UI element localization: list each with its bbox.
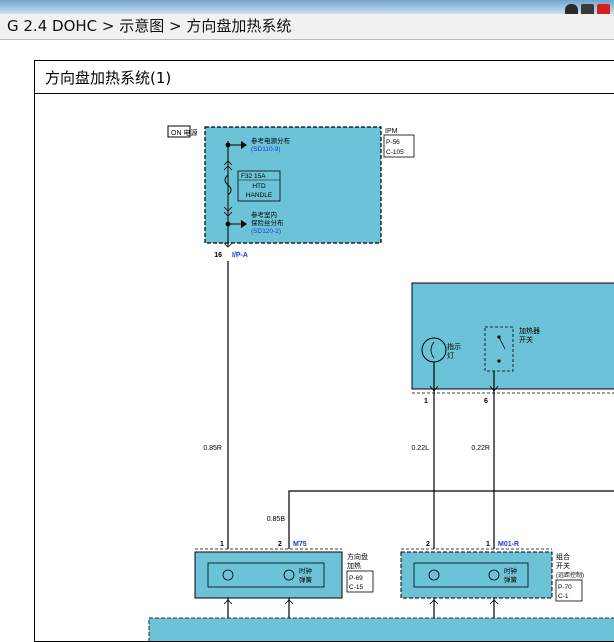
print-icon[interactable] bbox=[581, 4, 594, 14]
ref-fuse-link[interactable]: (SD120-2) bbox=[251, 228, 281, 235]
steering-heater-block bbox=[194, 551, 343, 599]
on-power-label: ON 电源 bbox=[171, 128, 197, 137]
clock-spring-frame bbox=[207, 562, 325, 588]
connector-chevron-icon bbox=[223, 160, 233, 171]
clock-spring-label-1: 时钟 bbox=[299, 566, 313, 575]
clock-spring-icon bbox=[283, 569, 295, 581]
switch-pin-1: 1 bbox=[424, 398, 428, 405]
ref-arrow-icon bbox=[241, 141, 247, 149]
wiring-diagram-frame: 方向盘加热系统(1) ON 电源 参考电源分布 (SD110-9) F32 15… bbox=[34, 60, 614, 642]
m01r-pin-2: 2 bbox=[426, 541, 430, 548]
close-icon[interactable] bbox=[597, 4, 610, 14]
clock-spring-frame bbox=[413, 562, 529, 588]
switch-pin-6: 6 bbox=[484, 398, 488, 405]
ipm-connector-link[interactable]: I/P-A bbox=[232, 252, 248, 259]
clock-spring-label-2: 弹簧 bbox=[299, 575, 313, 584]
m75-pin-2: 2 bbox=[278, 541, 282, 548]
steering-heater-name-2: 加热 bbox=[347, 561, 361, 570]
indicator-label-2: 灯 bbox=[447, 351, 454, 360]
heater-switch-label-2: 开关 bbox=[519, 335, 533, 344]
fuse-icon bbox=[224, 174, 232, 196]
heater-switch-icon bbox=[484, 326, 514, 372]
combo-switch-name-1: 组合 bbox=[556, 552, 570, 561]
wiring-diagram: ON 电源 参考电源分布 (SD110-9) F32 15A HTD HANDL… bbox=[148, 125, 614, 641]
combo-clock-spring-label-1: 时钟 bbox=[504, 566, 518, 575]
top-header-strip bbox=[0, 0, 614, 14]
ref-power-link[interactable]: (SD110-9) bbox=[251, 146, 281, 153]
ipm-name: IPM bbox=[385, 128, 398, 135]
combo-switch-name-2: 开关 bbox=[556, 561, 570, 570]
combo-switch-block bbox=[400, 551, 553, 599]
clock-spring-icon bbox=[222, 569, 234, 581]
fuse-rating: F32 15A bbox=[241, 173, 266, 180]
steering-heater-loc-2: C-15 bbox=[349, 584, 363, 591]
m75-pin-1: 1 bbox=[220, 541, 224, 548]
combo-switch-name-3: (远距控制) bbox=[556, 571, 584, 579]
m01r-pin-1: 1 bbox=[486, 541, 490, 548]
toolbar-icons bbox=[565, 0, 610, 14]
steering-heater-loc-1: P-69 bbox=[349, 575, 363, 582]
clock-spring-icon bbox=[488, 569, 500, 581]
connector-chevron-icon bbox=[223, 206, 233, 217]
m01r-connector-link[interactable]: M01-R bbox=[498, 541, 519, 548]
combo-switch-loc-2: C-1 bbox=[558, 593, 569, 600]
wire-label-0-22r: 0.22R bbox=[471, 445, 490, 452]
on-power-label-box bbox=[167, 125, 191, 138]
diagram-title-bar: 方向盘加热系统(1) bbox=[35, 61, 614, 94]
wire-0-85b bbox=[288, 490, 614, 549]
breadcrumb: G 2.4 DOHC > 示意图 > 方向盘加热系统 bbox=[0, 14, 614, 40]
combo-switch-location-box bbox=[555, 579, 583, 602]
fuse-name-2: HANDLE bbox=[246, 192, 273, 199]
ref-fuse-text-1: 参考室内 bbox=[251, 210, 277, 219]
ref-arrow-icon bbox=[241, 220, 247, 228]
fuse-name-1: HTD bbox=[252, 183, 266, 190]
combo-clock-spring-label-2: 弹簧 bbox=[504, 575, 518, 584]
m75-connector-link[interactable]: M75 bbox=[293, 541, 307, 548]
wire-label-0-85b: 0.85B bbox=[267, 516, 286, 523]
ipm-loc-1: P-56 bbox=[386, 139, 400, 146]
wire-label-0-22l: 0.22L bbox=[411, 445, 429, 452]
ipm-location-box bbox=[383, 134, 415, 158]
ipm-pin-16: 16 bbox=[214, 252, 222, 259]
home-icon[interactable] bbox=[565, 4, 578, 14]
indicator-label-1: 指示 bbox=[447, 342, 461, 351]
wire-label-0-85r: 0.85R bbox=[203, 445, 222, 452]
ipm-block bbox=[204, 126, 382, 244]
steering-heater-name-1: 方向盘 bbox=[347, 552, 368, 561]
fuse-label-box bbox=[237, 170, 281, 202]
ipm-loc-2: C-105 bbox=[386, 149, 404, 156]
ref-power-text: 参考电源分布 bbox=[251, 136, 291, 145]
clock-spring-icon bbox=[428, 569, 440, 581]
steering-heater-location-box bbox=[346, 570, 374, 593]
heater-switch-label-1: 加热器 bbox=[519, 326, 540, 335]
ref-fuse-text-2: 保险丝分布 bbox=[251, 218, 284, 227]
diagram-title: 方向盘加热系统(1) bbox=[45, 69, 172, 87]
combo-switch-loc-1: P-70 bbox=[558, 584, 572, 591]
